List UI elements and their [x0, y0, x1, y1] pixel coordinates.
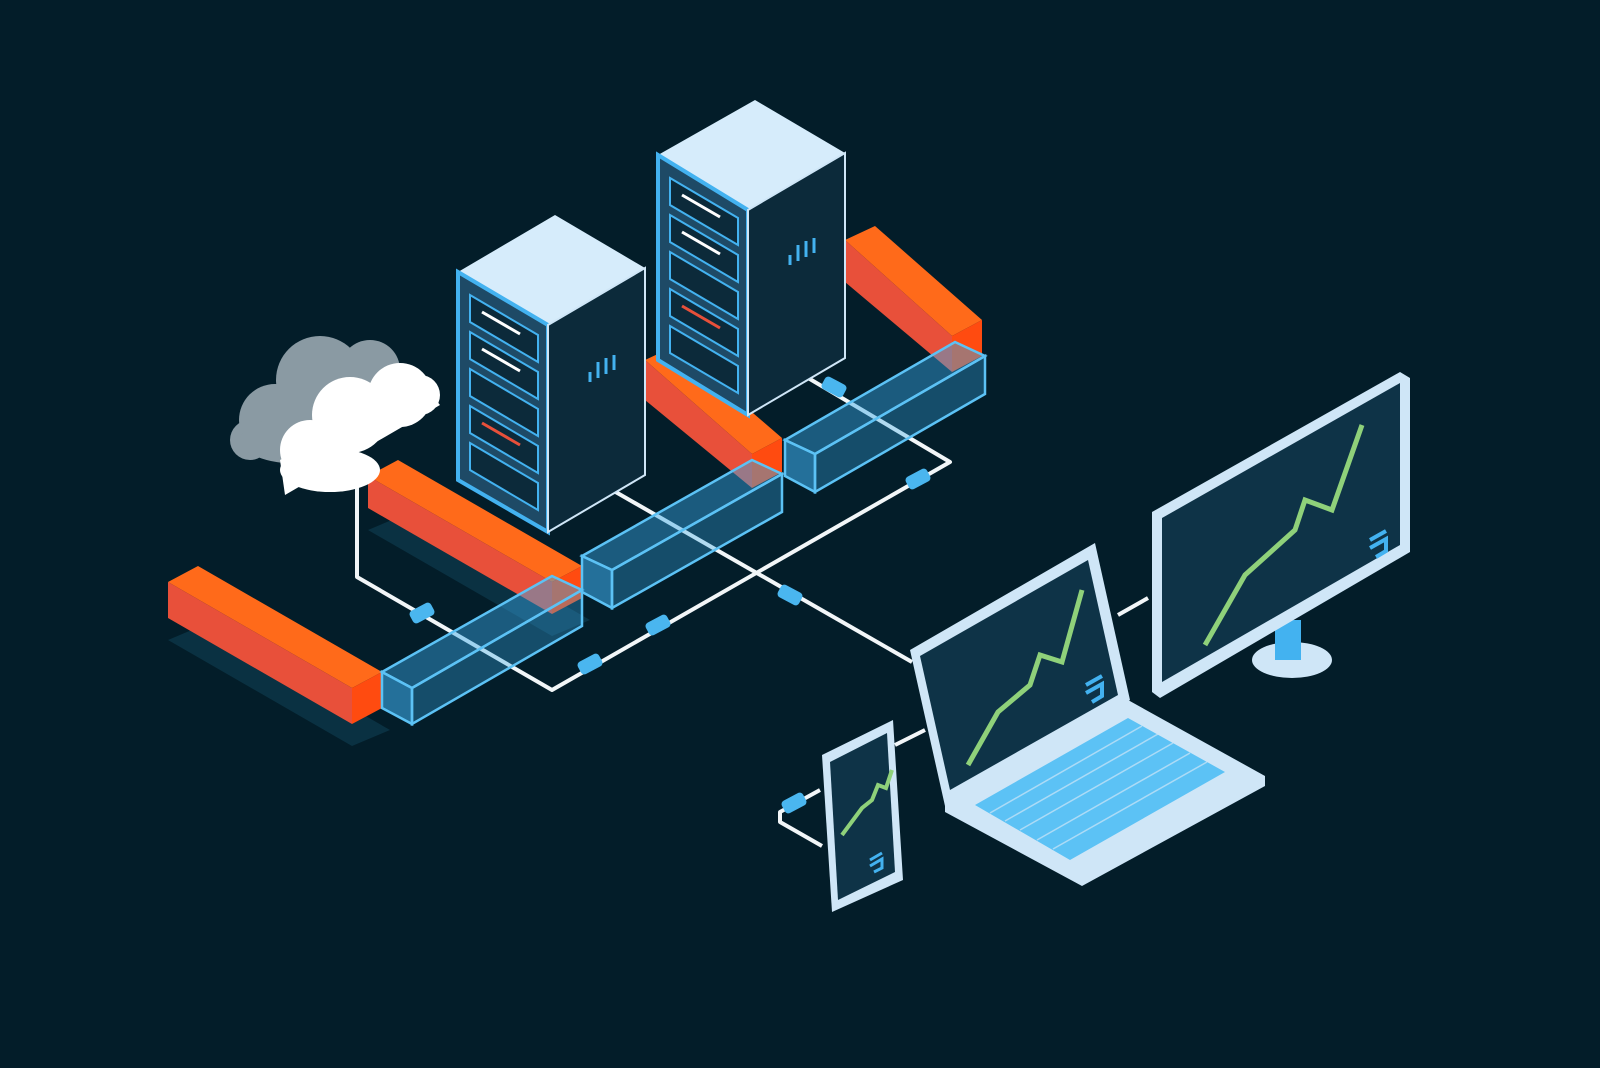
server-rack-icon	[656, 100, 846, 419]
glass-conduit	[379, 340, 988, 727]
monitor-icon	[1152, 372, 1410, 698]
network-wires	[355, 370, 1149, 848]
brand-logo-icon	[869, 851, 884, 874]
cloud-icon	[230, 336, 440, 495]
connector-node	[645, 614, 671, 636]
bar-chart-icon	[588, 355, 616, 382]
brand-logo-icon	[1369, 529, 1388, 559]
laptop-icon	[910, 543, 1265, 886]
line-chart-icon	[840, 769, 894, 837]
connector-node	[409, 602, 435, 624]
line-chart-icon	[965, 589, 1085, 767]
connector-node	[905, 468, 931, 490]
connector-node	[777, 584, 803, 606]
bar-chart-icon	[788, 238, 816, 265]
line-chart-icon	[1202, 424, 1365, 647]
server-drive-slots	[669, 176, 739, 395]
brand-logo-icon	[1085, 674, 1104, 704]
bar-shadows	[168, 514, 590, 746]
connector-node	[781, 792, 807, 814]
connector-node	[821, 376, 847, 398]
connector-node	[577, 653, 603, 675]
connectors	[409, 376, 931, 814]
server-rack-icon	[456, 215, 646, 536]
red-bar-1	[168, 566, 382, 724]
server-drive-slots	[469, 293, 539, 512]
red-bar-4	[845, 226, 982, 372]
smartphone-icon	[822, 720, 903, 912]
